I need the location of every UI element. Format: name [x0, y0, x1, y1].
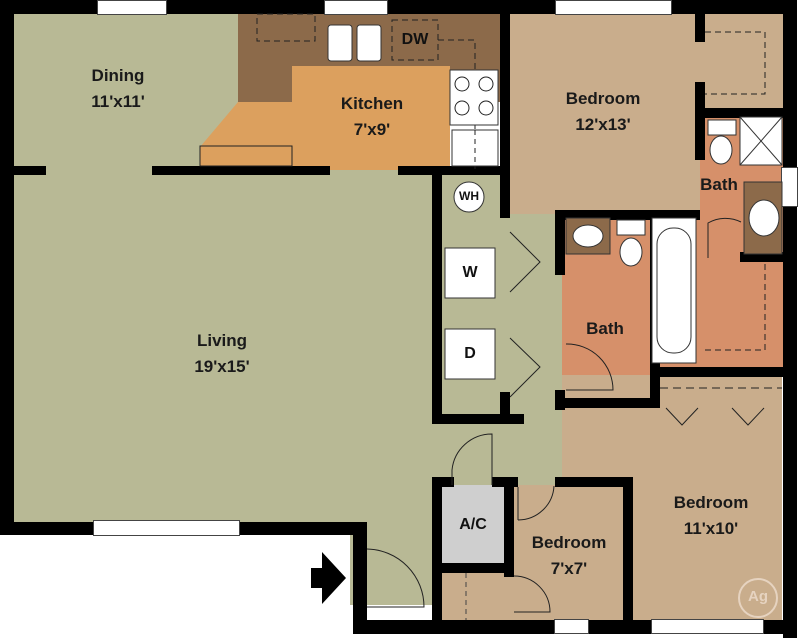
wall-master-bath-left: [695, 12, 705, 42]
water-heater: [453, 181, 485, 213]
wall-master-bath-vanity: [740, 252, 785, 262]
room-name: Kitchen: [340, 94, 404, 113]
door-swing-hall-bath: [565, 343, 614, 391]
window-kitchen: [324, 0, 388, 15]
toilet-tank-hall: [616, 219, 646, 236]
wall-right: [783, 0, 797, 638]
toilet-hall: [619, 237, 643, 267]
door-swing-master-bath: [707, 217, 742, 258]
door-swing-closet: [513, 575, 551, 613]
water-heater-label: WH: [459, 189, 479, 203]
window-bedroom3: [554, 619, 589, 634]
room-label-living: Living 19'x15': [172, 328, 272, 380]
room-name: Bedroom: [531, 533, 607, 552]
wall-bath-bottom: [555, 398, 660, 408]
window-bedroom1: [555, 0, 672, 15]
room-size: 11'x11': [91, 92, 145, 111]
room-name: Bedroom: [565, 89, 641, 108]
wall-bed3-right: [623, 477, 633, 627]
room-name: Bedroom: [673, 493, 749, 512]
wall-kitchen-bed1: [500, 12, 510, 218]
toilet-tank-master: [707, 119, 737, 136]
kitchen-floor-lower: [200, 102, 450, 170]
laundry-door-bottom: [509, 337, 541, 398]
wall-laundry-right-b: [500, 392, 510, 424]
closet-door-right: [731, 407, 765, 426]
wall-ac-top: [432, 477, 454, 487]
door-swing-bedroom3: [517, 485, 555, 521]
ac-closet: [442, 485, 504, 565]
sink-right-basin: [356, 24, 382, 62]
wall-dining-living-a: [12, 166, 46, 175]
wall-master-bath-top: [695, 108, 785, 118]
room-size: 7'x9': [353, 120, 391, 139]
wall-laundry-right-a: [500, 166, 510, 214]
room-label-kitchen: Kitchen 7'x9': [322, 91, 422, 143]
closet-dash-bed1: [705, 31, 766, 95]
room-name: Bath: [586, 319, 624, 338]
washer: [444, 247, 496, 299]
kitchen-counter-left: [238, 12, 293, 102]
room-name: Living: [196, 331, 248, 350]
room-size: 19'x15': [194, 357, 250, 376]
room-size: 12'x13': [575, 115, 631, 134]
sink-master: [748, 199, 780, 237]
toilet-master: [709, 135, 733, 165]
bedroom3-floor: [512, 485, 627, 620]
bar-counter: [199, 145, 293, 167]
wall-bed3-top: [555, 477, 633, 487]
closet-door-left: [665, 407, 699, 426]
laundry-door-top: [509, 231, 541, 293]
wall-bed1-bottom: [555, 210, 700, 220]
wall-ac-right: [504, 477, 514, 577]
hall-floor: [432, 170, 562, 480]
door-swing-ac: [451, 433, 493, 485]
watermark-logo: [738, 578, 778, 618]
watermark-text: Ag: [748, 588, 768, 605]
wall-laundry-left: [432, 166, 442, 424]
sink-left-basin: [327, 24, 353, 62]
room-label-bedroom1: Bedroom 12'x13': [548, 86, 658, 138]
wall-left: [0, 0, 14, 535]
room-name: Dining: [91, 66, 145, 85]
dishwasher-label: DW: [401, 31, 429, 48]
wall-master-bath-left-b: [695, 82, 705, 160]
wall-ac-bottom: [432, 563, 514, 573]
wall-ac-left: [432, 477, 442, 627]
wall-kitchen-hall: [398, 166, 510, 175]
room-label-dining: Dining 11'x11': [68, 63, 168, 115]
sink-hall: [572, 224, 604, 248]
washer-label: W: [462, 264, 478, 281]
wall-bath-left-a: [555, 210, 565, 275]
wall-dining-living-b: [152, 166, 330, 175]
dryer-label: D: [464, 345, 476, 362]
room-label-bath-master: Bath: [692, 172, 746, 198]
entry-arrow-icon: [311, 552, 346, 604]
dryer: [444, 328, 496, 380]
room-label-bedroom2: Bedroom 11'x10': [656, 490, 766, 542]
upper-cabinet: [256, 13, 316, 42]
room-label-bath-hall: Bath: [578, 316, 632, 342]
window-dining: [97, 0, 167, 15]
ac-label: A/C: [459, 516, 487, 533]
wall-laundry-bottom: [432, 414, 524, 424]
window-bedroom2: [651, 619, 764, 634]
room-name: Bath: [700, 175, 738, 194]
stove: [449, 69, 499, 126]
wall-closet-top: [650, 367, 785, 377]
counter-dash: [438, 39, 476, 170]
room-size: 7'x7': [550, 559, 588, 578]
door-swing-entry: [366, 548, 425, 608]
room-size: 11'x10': [683, 519, 739, 538]
window-living: [93, 520, 240, 536]
wall-entry-vertical: [353, 522, 367, 632]
room-label-bedroom3: Bedroom 7'x7': [519, 530, 619, 582]
